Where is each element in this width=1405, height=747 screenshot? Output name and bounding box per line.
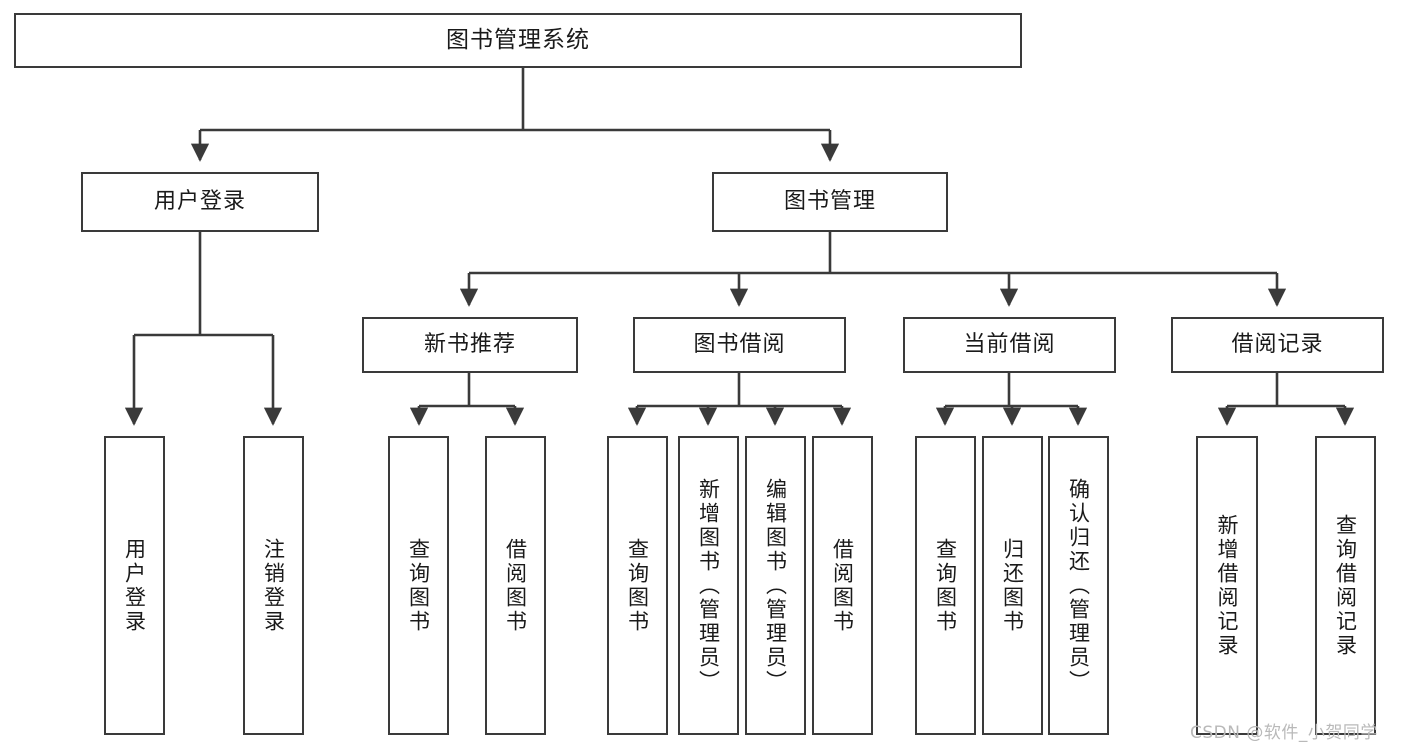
- node-leaf-edit-book-admin[interactable]: 编辑图书（管理员）: [745, 436, 806, 735]
- node-book-borrow[interactable]: 图书借阅: [633, 317, 846, 373]
- node-label: 查询图书: [406, 537, 431, 634]
- node-label: 新书推荐: [423, 331, 516, 357]
- csdn-watermark: CSDN @软件_小贺同学: [1190, 723, 1378, 743]
- node-leaf-query-book-1[interactable]: 查询图书: [388, 436, 449, 735]
- node-new-book-recommend[interactable]: 新书推荐: [362, 317, 578, 373]
- node-leaf-query-book-3[interactable]: 查询图书: [915, 436, 976, 735]
- node-leaf-borrow-book-2[interactable]: 借阅图书: [812, 436, 873, 735]
- node-label: 图书管理: [783, 188, 876, 214]
- node-leaf-query-borrow-record[interactable]: 查询借阅记录: [1315, 436, 1376, 735]
- node-root-book-management-system[interactable]: 图书管理系统: [14, 13, 1022, 68]
- node-current-borrow[interactable]: 当前借阅: [903, 317, 1116, 373]
- node-leaf-confirm-return-admin[interactable]: 确认归还（管理员）: [1048, 436, 1109, 735]
- node-leaf-borrow-book-1[interactable]: 借阅图书: [485, 436, 546, 735]
- node-label: 查询图书: [625, 537, 650, 634]
- node-borrow-record[interactable]: 借阅记录: [1171, 317, 1384, 373]
- node-user-login[interactable]: 用户登录: [81, 172, 319, 232]
- node-label: 用户登录: [122, 537, 147, 634]
- node-leaf-return-book[interactable]: 归还图书: [982, 436, 1043, 735]
- node-leaf-add-borrow-record[interactable]: 新增借阅记录: [1196, 436, 1258, 735]
- node-label: 当前借阅: [963, 331, 1056, 357]
- node-label: 注销登录: [261, 537, 286, 634]
- node-leaf-logout-login[interactable]: 注销登录: [243, 436, 304, 735]
- node-leaf-add-book-admin[interactable]: 新增图书（管理员）: [678, 436, 739, 735]
- node-book-manage[interactable]: 图书管理: [712, 172, 948, 232]
- node-label: 确认归还（管理员）: [1066, 477, 1091, 694]
- node-label: 图书管理系统: [446, 26, 590, 53]
- node-label: 借阅图书: [830, 537, 855, 634]
- node-label: 图书借阅: [693, 331, 786, 357]
- node-label: 新增借阅记录: [1215, 513, 1240, 658]
- node-leaf-query-book-2[interactable]: 查询图书: [607, 436, 668, 735]
- node-leaf-user-login[interactable]: 用户登录: [104, 436, 165, 735]
- node-label: 归还图书: [1000, 537, 1025, 634]
- node-label: 借阅记录: [1231, 331, 1324, 357]
- node-label: 借阅图书: [503, 537, 528, 634]
- node-label: 编辑图书（管理员）: [763, 477, 788, 694]
- node-label: 用户登录: [153, 188, 246, 214]
- node-label: 查询图书: [933, 537, 958, 634]
- node-label: 查询借阅记录: [1333, 513, 1358, 658]
- node-label: 新增图书（管理员）: [696, 477, 721, 694]
